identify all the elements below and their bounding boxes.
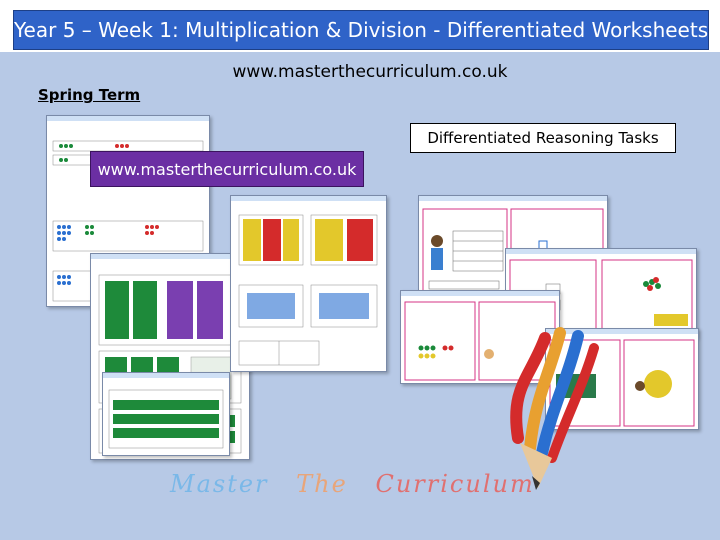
- footer-logo-text: Master The Curriculum: [170, 470, 550, 504]
- worksheet-3-content: [238, 214, 378, 366]
- pencil-logo-icon: [510, 327, 599, 490]
- worksheet-4-content: [108, 389, 224, 449]
- worksheet-1-content: [52, 140, 204, 302]
- website-url[interactable]: www.masterthecurriculum.co.uk: [232, 62, 508, 82]
- header: Year 5 – Week 1: Multiplication & Divisi…: [0, 0, 720, 52]
- footer-word-the: The: [296, 470, 348, 498]
- worksheet-preview-4: [102, 372, 230, 456]
- title-bar: Year 5 – Week 1: Multiplication & Divisi…: [13, 10, 709, 50]
- term-label: Spring Term: [38, 86, 141, 104]
- website-banner[interactable]: www.masterthecurriculum.co.uk: [90, 151, 364, 187]
- footer-word-curriculum: Curriculum: [375, 470, 535, 498]
- footer-word-master: Master: [170, 470, 269, 498]
- page-title: Year 5 – Week 1: Multiplication & Divisi…: [14, 18, 709, 42]
- worksheet-preview-3: [230, 195, 387, 372]
- reasoning-tasks-label: Differentiated Reasoning Tasks: [410, 123, 676, 153]
